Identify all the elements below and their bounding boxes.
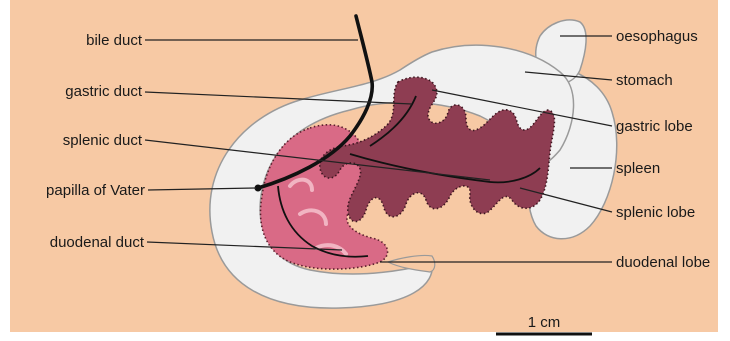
- label-duodenal-duct: duodenal duct: [50, 234, 145, 251]
- label-bile-duct: bile duct: [86, 32, 143, 49]
- label-gastric-duct: gastric duct: [65, 83, 143, 100]
- label-duodenal-lobe: duodenal lobe: [616, 254, 710, 271]
- label-oesophagus: oesophagus: [616, 28, 698, 45]
- label-splenic-duct: splenic duct: [63, 132, 143, 149]
- label-gastric-lobe: gastric lobe: [616, 118, 693, 135]
- label-papilla-of-vater: papilla of Vater: [46, 182, 145, 199]
- scale-bar-label: 1 cm: [528, 314, 561, 331]
- label-splenic-lobe: splenic lobe: [616, 204, 695, 221]
- label-spleen: spleen: [616, 160, 660, 177]
- label-stomach: stomach: [616, 72, 673, 89]
